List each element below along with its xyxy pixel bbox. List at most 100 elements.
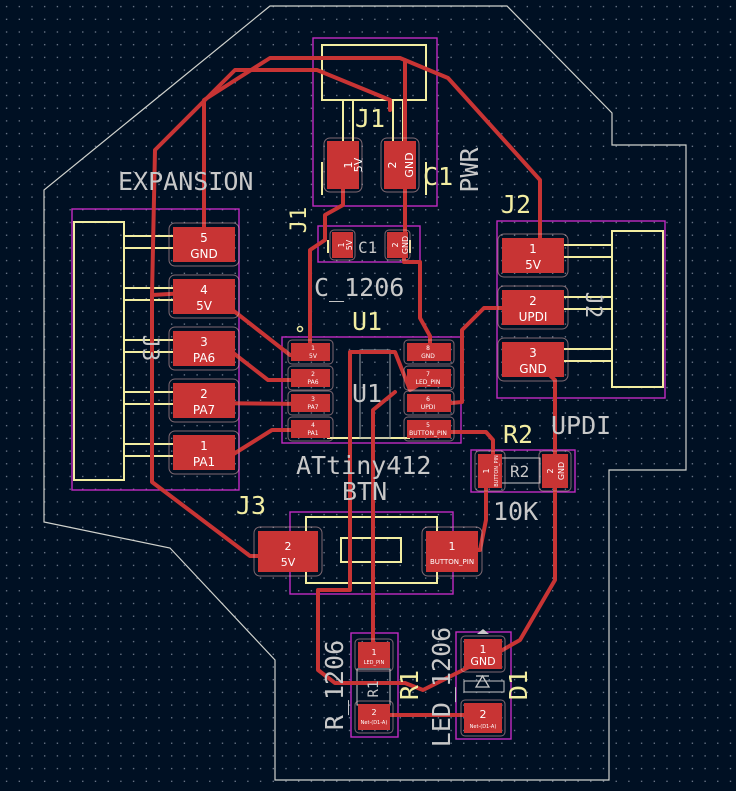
copper-tracks[interactable] bbox=[150, 56, 557, 717]
pad-d1-1[interactable]: 1 GND bbox=[460, 635, 506, 673]
svg-text:5V: 5V bbox=[309, 353, 318, 360]
svg-text:5: 5 bbox=[426, 422, 430, 429]
label-r2: R2 bbox=[503, 420, 533, 449]
svg-text:2: 2 bbox=[391, 242, 400, 247]
pad-c1-2[interactable]: 2 GND bbox=[384, 229, 411, 261]
svg-text:Net-(D1-A): Net-(D1-A) bbox=[361, 720, 388, 726]
svg-text:5V: 5V bbox=[352, 157, 365, 172]
svg-text:GND: GND bbox=[401, 236, 410, 254]
label-updi: UPDI bbox=[551, 411, 611, 440]
svg-text:1: 1 bbox=[200, 439, 208, 453]
track-led-pin[interactable] bbox=[371, 390, 397, 657]
j1-outline-sides bbox=[321, 162, 427, 195]
svg-text:7: 7 bbox=[426, 371, 430, 378]
svg-text:PA6: PA6 bbox=[193, 351, 215, 365]
track-gnd-u1[interactable] bbox=[402, 243, 432, 356]
svg-text:PA7: PA7 bbox=[307, 404, 318, 411]
svg-text:4: 4 bbox=[311, 422, 315, 429]
label-j1-side: J1 bbox=[287, 207, 312, 234]
pad-d1-2[interactable]: 2 Net-(D1-A) bbox=[460, 699, 506, 737]
pad-u1-6[interactable]: 6 UPDI bbox=[403, 390, 455, 416]
label-pwr: PWR bbox=[455, 146, 484, 192]
d1-fab-body bbox=[463, 680, 505, 693]
board-edge-outline[interactable] bbox=[43, 5, 687, 781]
svg-text:5V: 5V bbox=[281, 556, 296, 569]
label-j3-side: J3 bbox=[137, 335, 162, 362]
svg-text:1: 1 bbox=[449, 540, 456, 553]
svg-text:3: 3 bbox=[311, 396, 315, 403]
svg-text:LED_PIN: LED_PIN bbox=[416, 379, 441, 386]
silkscreen-labels: EXPANSION J1 C1 PWR J1 C1 C_1206 U1 U1 J… bbox=[118, 104, 611, 747]
pad-u1-3[interactable]: 3 PA7 bbox=[287, 390, 334, 416]
label-c1: C1 bbox=[423, 162, 453, 191]
svg-text:5: 5 bbox=[200, 231, 208, 245]
label-j2-side: J2 bbox=[580, 292, 605, 319]
pad-c1-1[interactable]: 1 5V bbox=[329, 229, 356, 261]
svg-text:1: 1 bbox=[337, 242, 346, 247]
pad-r1-2[interactable]: 2 Net-(D1-A) bbox=[354, 700, 394, 734]
label-attiny412: ATtiny412 bbox=[296, 451, 431, 480]
pad-j2-3[interactable]: 3 GND bbox=[497, 337, 569, 382]
track-5v-main[interactable] bbox=[150, 68, 392, 357]
pad-r2-1[interactable]: 1 BUTTON_PIN bbox=[474, 450, 506, 492]
svg-text:2: 2 bbox=[546, 468, 555, 473]
pad-j1-1[interactable]: 1 5V bbox=[323, 137, 365, 193]
pad-r1-1[interactable]: 1 LED_PIN bbox=[354, 638, 394, 672]
svg-text:PA1: PA1 bbox=[193, 455, 215, 469]
r2-courtyard bbox=[470, 449, 576, 493]
pad-j3-1[interactable]: 1 PA1 bbox=[168, 430, 240, 475]
pad-j2-1[interactable]: 1 5V bbox=[497, 233, 569, 278]
pad-btn-1[interactable]: 1 BUTTON_PIN bbox=[421, 526, 483, 577]
pad-u1-1[interactable]: 1 5V bbox=[287, 339, 334, 365]
label-expansion: EXPANSION bbox=[118, 167, 253, 196]
label-u1-inner: U1 bbox=[352, 379, 382, 408]
svg-text:5V: 5V bbox=[345, 239, 354, 250]
svg-text:Net-(D1-A): Net-(D1-A) bbox=[470, 724, 497, 730]
svg-text:5V: 5V bbox=[525, 258, 542, 272]
svg-text:4: 4 bbox=[200, 283, 208, 297]
pad-j3-2[interactable]: 2 PA7 bbox=[168, 378, 240, 423]
svg-text:GND: GND bbox=[403, 152, 416, 177]
pad-u1-5[interactable]: 5 BUTTON_PIN bbox=[403, 416, 455, 442]
j1-courtyard bbox=[312, 37, 438, 207]
svg-text:2: 2 bbox=[200, 387, 208, 401]
svg-text:1: 1 bbox=[371, 648, 376, 657]
svg-text:3: 3 bbox=[529, 346, 537, 360]
svg-text:1: 1 bbox=[311, 345, 315, 352]
svg-text:GND: GND bbox=[519, 362, 547, 376]
svg-text:2: 2 bbox=[529, 294, 537, 308]
pad-layer[interactable]: 1 5V 2 GND 1 5V 2 GND 5 GND bbox=[168, 137, 572, 737]
svg-text:BUTTON_PIN: BUTTON_PIN bbox=[494, 455, 500, 487]
pad-u1-7[interactable]: 7 LED_PIN bbox=[403, 365, 455, 391]
track-updi[interactable] bbox=[428, 306, 535, 407]
pad-u1-8[interactable]: 8 GND bbox=[403, 339, 455, 365]
pad-j3-5[interactable]: 5 GND bbox=[168, 222, 240, 267]
svg-text:BUTTON_PIN: BUTTON_PIN bbox=[409, 430, 447, 437]
pad-j1-2[interactable]: 2 GND bbox=[380, 137, 420, 193]
label-j3: J3 bbox=[236, 491, 266, 520]
svg-text:1: 1 bbox=[529, 242, 537, 256]
svg-text:2: 2 bbox=[371, 708, 376, 717]
pad-j3-4[interactable]: 4 5V bbox=[168, 274, 240, 319]
svg-text:LED_PIN: LED_PIN bbox=[364, 660, 385, 666]
label-r-1206: R_1206 bbox=[320, 640, 349, 730]
label-btn: BTN bbox=[342, 477, 387, 506]
svg-text:UPDI: UPDI bbox=[519, 310, 548, 324]
pad-j2-2[interactable]: 2 UPDI bbox=[497, 285, 569, 330]
svg-text:3: 3 bbox=[200, 335, 208, 349]
svg-text:6: 6 bbox=[426, 396, 430, 403]
track-led[interactable] bbox=[316, 350, 485, 692]
svg-text:2: 2 bbox=[480, 708, 487, 721]
pad-u1-4[interactable]: 4 PA1 bbox=[287, 416, 334, 442]
pad-u1-2[interactable]: 2 PA6 bbox=[287, 365, 334, 391]
pad-j3-3[interactable]: 3 PA6 bbox=[168, 326, 240, 371]
u1-pin1-marker bbox=[296, 325, 304, 333]
pad-btn-2[interactable]: 2 5V bbox=[253, 526, 323, 577]
track-gnd-top[interactable] bbox=[202, 56, 542, 251]
svg-text:GND: GND bbox=[470, 655, 495, 668]
svg-text:8: 8 bbox=[426, 345, 430, 352]
pad-r2-2[interactable]: 2 GND bbox=[538, 450, 572, 492]
svg-text:UPDI: UPDI bbox=[421, 404, 436, 411]
j1-pins bbox=[342, 100, 404, 142]
